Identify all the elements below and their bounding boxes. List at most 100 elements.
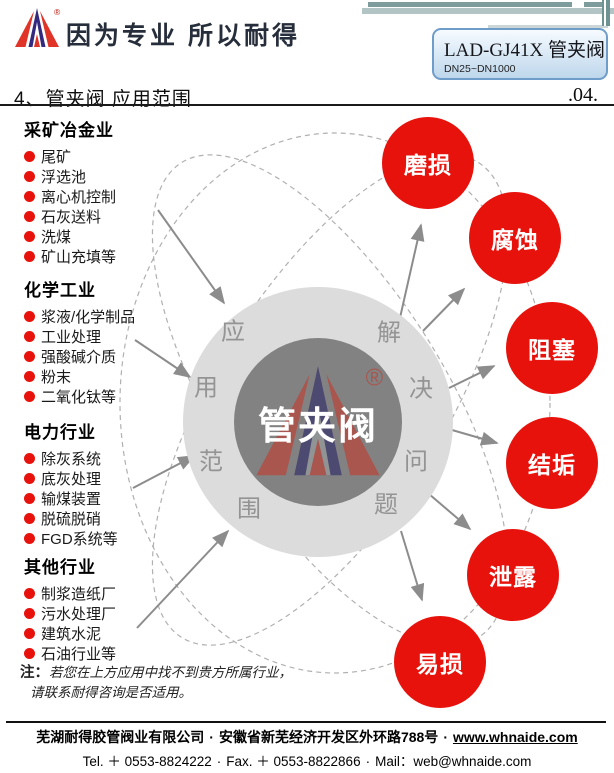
footnote-line2: 请联系耐得咨询是否适用。 [30,685,192,700]
industry-group-chemical: 化学工业 浆液/化学制品 工业处理 强酸碱介质 粉末 二氧化钛等 [24,276,204,406]
list-item: 石灰送料 [24,206,204,226]
industry-item-label: 粉末 [41,368,72,386]
list-item: 污水处理厂 [24,603,204,623]
bullet-dot-icon [24,512,35,524]
dashed-orbit-tilt-right [151,154,509,646]
decor-bar-vertical [602,0,610,26]
footnote-prefix: 注： [20,665,49,681]
industry-group-power: 电力行业 除灰系统 底灰处理 输煤装置 脱硫脱硝 FGD系统等 [24,418,204,548]
ring-char-application-1: 应 [221,318,245,346]
industry-item-label: 矿山充填等 [41,248,117,266]
logo-inner-triangle [34,34,40,47]
arrow-valve-to-corrosion [422,287,466,332]
website-link[interactable]: www.whnaide.com [452,729,578,745]
footnote-line1: 若您在上方应用中找不到贵方所属行业， [49,665,292,680]
bullet-dot-icon [24,230,35,242]
bullet-dot-icon [24,190,35,202]
list-item: 矿山充填等 [24,246,204,266]
list-item: 脱硫脱硝 [24,508,204,528]
arrow-valve-to-abrasion [396,223,425,332]
bullet-dot-icon [24,492,35,504]
company-address: 安徽省新芜经济开发区外环路788号 [218,729,439,745]
logo-right-wedge [40,11,59,47]
decor-bar-small [488,25,608,28]
bullet-dot-icon [24,647,35,659]
footer-separator: · [209,729,214,745]
bullet-dot-icon [24,350,35,362]
registered-mark: ® [366,365,384,392]
list-item: 工业处理 [24,326,204,346]
footer-separator: · [216,754,222,769]
bullet-dot-icon [24,587,35,599]
decor-bar-notch [572,2,584,7]
industry-heading: 化学工业 [24,281,96,300]
industry-heading: 其他行业 [24,558,96,577]
industry-item-label: 输煤装置 [41,490,102,508]
list-item: 底灰处理 [24,468,204,488]
product-model-box: LAD-GJ41X 管夹阀 DN25~DN1000 [432,28,608,80]
company-logo-icon: ® [15,7,61,47]
industry-item-label: 洗煤 [41,228,72,246]
bullet-dot-icon [24,472,35,484]
problem-circle-leakage: 泄露 [467,529,559,621]
bullet-dot-icon [24,210,35,222]
bullet-dot-icon [24,370,35,382]
industry-item-label: 工业处理 [41,328,102,346]
industry-item-label: 制浆造纸厂 [41,585,117,603]
list-item: 尾矿 [24,146,204,166]
bullet-dot-icon [24,150,35,162]
center-valve-label: 管夹阀 [257,405,378,448]
decor-bar-vertical-stripe [604,0,606,26]
email: Mail：web@whnaide.com [375,754,532,769]
industry-group-mining: 采矿冶金业 尾矿 浮选池 离心机控制 石灰送料 洗煤 矿山充填等 [24,116,204,266]
industry-item-label: FGD系统等 [41,530,118,548]
product-size-range: DN25~DN1000 [444,63,516,75]
industry-item-label: 浮选池 [41,168,87,186]
page-number: .04. [568,84,598,106]
footer: 芜湖耐得胶管阀业有限公司·安徽省新芜经济开发区外环路788号·www.whnai… [0,727,614,770]
bullet-dot-icon [24,170,35,182]
telephone: Tel. ＋ 0553-8824222 [82,754,212,769]
list-item: 输煤装置 [24,488,204,508]
list-item: 浆液/化学制品 [24,306,204,326]
footer-divider [6,721,606,723]
industry-item-label: 建筑水泥 [41,625,102,643]
bullet-dot-icon [24,627,35,639]
arrow-valve-to-clogging [448,365,496,389]
list-item: 石油行业等 [24,643,204,663]
logo-left-wedge [15,11,34,47]
company-name: 芜湖耐得胶管阀业有限公司 [36,729,205,745]
ring-char-application-3: 范 [199,448,223,476]
industry-item-label: 强酸碱介质 [41,348,117,366]
bullet-dot-icon [24,330,35,342]
bullet-dot-icon [24,452,35,464]
list-item: 粉末 [24,366,204,386]
arrow-power-to-valve [132,455,196,489]
list-item: 浮选池 [24,166,204,186]
ring-char-solve-4: 题 [374,491,398,519]
problem-circle-clogging: 阻塞 [506,302,598,394]
footer-separator: · [443,729,448,745]
industry-item-label: 底灰处理 [41,470,102,488]
industry-item-label: 除灰系统 [41,450,102,468]
bullet-dot-icon [24,607,35,619]
arrow-valve-to-wear [400,530,425,602]
list-item: 建筑水泥 [24,623,204,643]
bullet-dot-icon [24,310,35,322]
ring-char-solve-1: 解 [377,319,401,347]
problem-circle-scaling: 结垢 [506,417,598,509]
industry-item-label: 离心机控制 [41,188,117,206]
company-logo-watermark-icon: ® [256,365,384,476]
industry-group-other: 其他行业 制浆造纸厂 污水处理厂 建筑水泥 石油行业等 [24,553,204,663]
industry-item-label: 尾矿 [41,148,72,166]
company-slogan: 因为专业 所以耐得 [66,22,300,50]
title-divider [0,104,614,106]
list-item: FGD系统等 [24,528,204,548]
decor-bar-light [362,8,614,14]
ring-char-solve-3: 问 [404,448,428,476]
industry-item-label: 浆液/化学制品 [41,308,136,326]
product-model: LAD-GJ41X 管夹阀 [444,40,605,61]
bullet-dot-icon [24,532,35,544]
footer-separator: · [365,754,371,769]
